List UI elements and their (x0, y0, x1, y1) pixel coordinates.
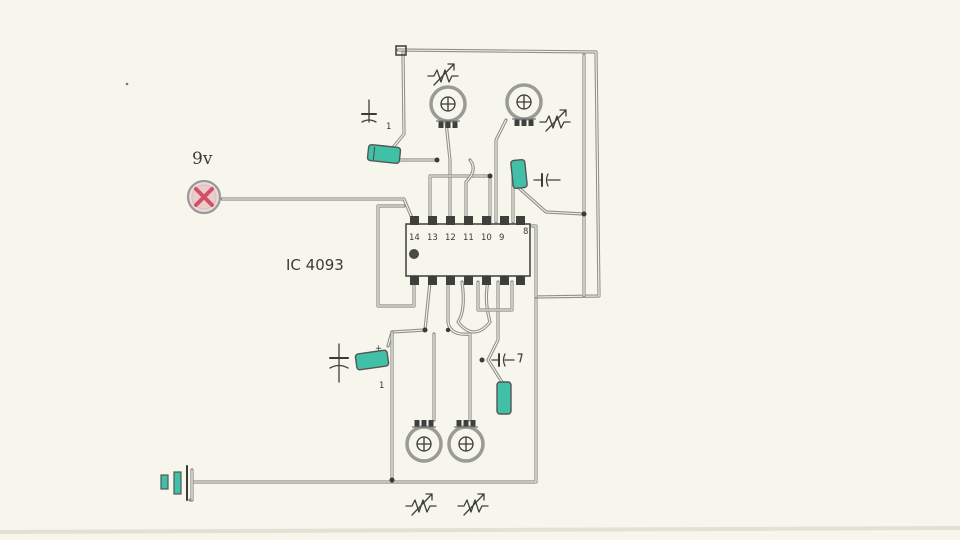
ic-pin (482, 216, 491, 225)
ic-pin-number: 8 (523, 227, 528, 237)
capacitor-bottom-body (354, 349, 390, 371)
variable-resistor-symbol (539, 109, 571, 132)
ic-label: IC 4093 (286, 256, 344, 274)
ground-terminal (160, 465, 188, 501)
ic-pin (410, 276, 419, 285)
ic-pin (446, 276, 455, 285)
capacitor-top: 1 (361, 99, 402, 165)
wire-terminal (395, 45, 407, 56)
ic-pin (500, 216, 509, 225)
supply-label: 9v (192, 149, 213, 169)
ic-pin-number: 2 (430, 275, 435, 285)
battery-clip (186, 179, 222, 215)
junction (422, 327, 428, 333)
ic-bottom-pins: 1 2 3 4 5 6 7 (410, 275, 525, 285)
ic-pin (516, 276, 525, 285)
ic-pin-number: 3 (448, 275, 453, 285)
junction (479, 357, 485, 363)
ic-pin-number: 12 (445, 233, 456, 243)
capacitor-right-top-body (510, 158, 528, 190)
ic-pin-number: 5 (484, 275, 489, 285)
ic-pin-number: 9 (499, 233, 504, 243)
capacitor-right-top (510, 158, 561, 190)
potentiometer (405, 420, 443, 463)
ic-body (405, 223, 531, 277)
ic-pin (428, 276, 437, 285)
ic-top-pins: 14 13 12 11 10 9 8 (409, 216, 528, 243)
ground-cell (173, 471, 182, 495)
capacitor-bottom-minus: 1 (379, 381, 384, 391)
variable-resistor-symbol (427, 63, 459, 86)
ic-pin-number: 14 (409, 233, 420, 243)
capacitor-bottom-right (491, 353, 523, 415)
ic-pin (500, 276, 509, 285)
junction (445, 327, 451, 333)
ic-pin (464, 276, 473, 285)
potentiometer (447, 420, 485, 463)
ic-pin (410, 216, 419, 225)
junction (389, 477, 395, 483)
ic-pin-number: 7 (518, 275, 523, 285)
ic-pin (464, 216, 473, 225)
ic-pin-number: 1 (412, 275, 417, 285)
capacitor-bottom-right-body (496, 381, 512, 415)
ic-pin-number: 4 (466, 275, 471, 285)
terminal-dot (581, 211, 587, 217)
ground-cell (160, 474, 169, 490)
ic-pin (482, 276, 491, 285)
variable-resistor-symbols (405, 63, 571, 516)
variable-resistor-symbol (457, 493, 489, 516)
potentiometers (405, 83, 543, 463)
ic-pin (446, 216, 455, 225)
paper-bottom-edge (0, 526, 960, 534)
junction (487, 173, 493, 179)
capacitor-top-label: 1 (386, 122, 391, 132)
ic-pin-number: 6 (502, 275, 507, 285)
ic-notch (409, 249, 419, 259)
variable-resistor-symbol (405, 493, 437, 516)
paper-speck (125, 82, 129, 86)
capacitor-bottom-plus: + (375, 344, 382, 354)
capacitor-bottom: + 1 (329, 343, 390, 391)
potentiometer (429, 85, 467, 128)
ic-pin-number: 13 (427, 233, 438, 243)
ic-pin (516, 216, 525, 225)
junction (434, 157, 440, 163)
battery-clip-x-icon (194, 187, 214, 207)
ic-pin-number: 11 (463, 233, 474, 243)
wires (188, 48, 601, 502)
capacitor-top-body (366, 143, 402, 165)
potentiometer (505, 83, 543, 126)
ic-pin-number: 10 (481, 233, 492, 243)
ic-pin (428, 216, 437, 225)
